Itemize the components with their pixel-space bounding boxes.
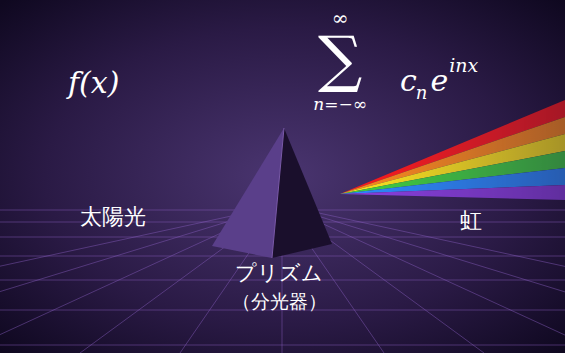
sunlight-label: 太陽光 — [80, 206, 146, 228]
function-label: f(x) — [68, 68, 119, 98]
prism-label: プリズム — [235, 263, 323, 284]
rainbow-label: 虹 — [460, 210, 482, 232]
lower-limit: n=−∞ — [313, 96, 367, 113]
sunlight-beam — [0, 195, 282, 198]
exponential-base: e — [430, 66, 448, 96]
exponent: inx — [449, 56, 478, 75]
coefficient-index: n — [416, 84, 428, 102]
prism-pyramid — [212, 128, 332, 258]
sum-symbol: ∑ — [318, 28, 362, 90]
rainbow-fan — [340, 100, 565, 200]
coefficient: c — [400, 66, 417, 96]
upper-limit: ∞ — [332, 8, 349, 28]
prism-sublabel: （分光器） — [232, 292, 327, 311]
